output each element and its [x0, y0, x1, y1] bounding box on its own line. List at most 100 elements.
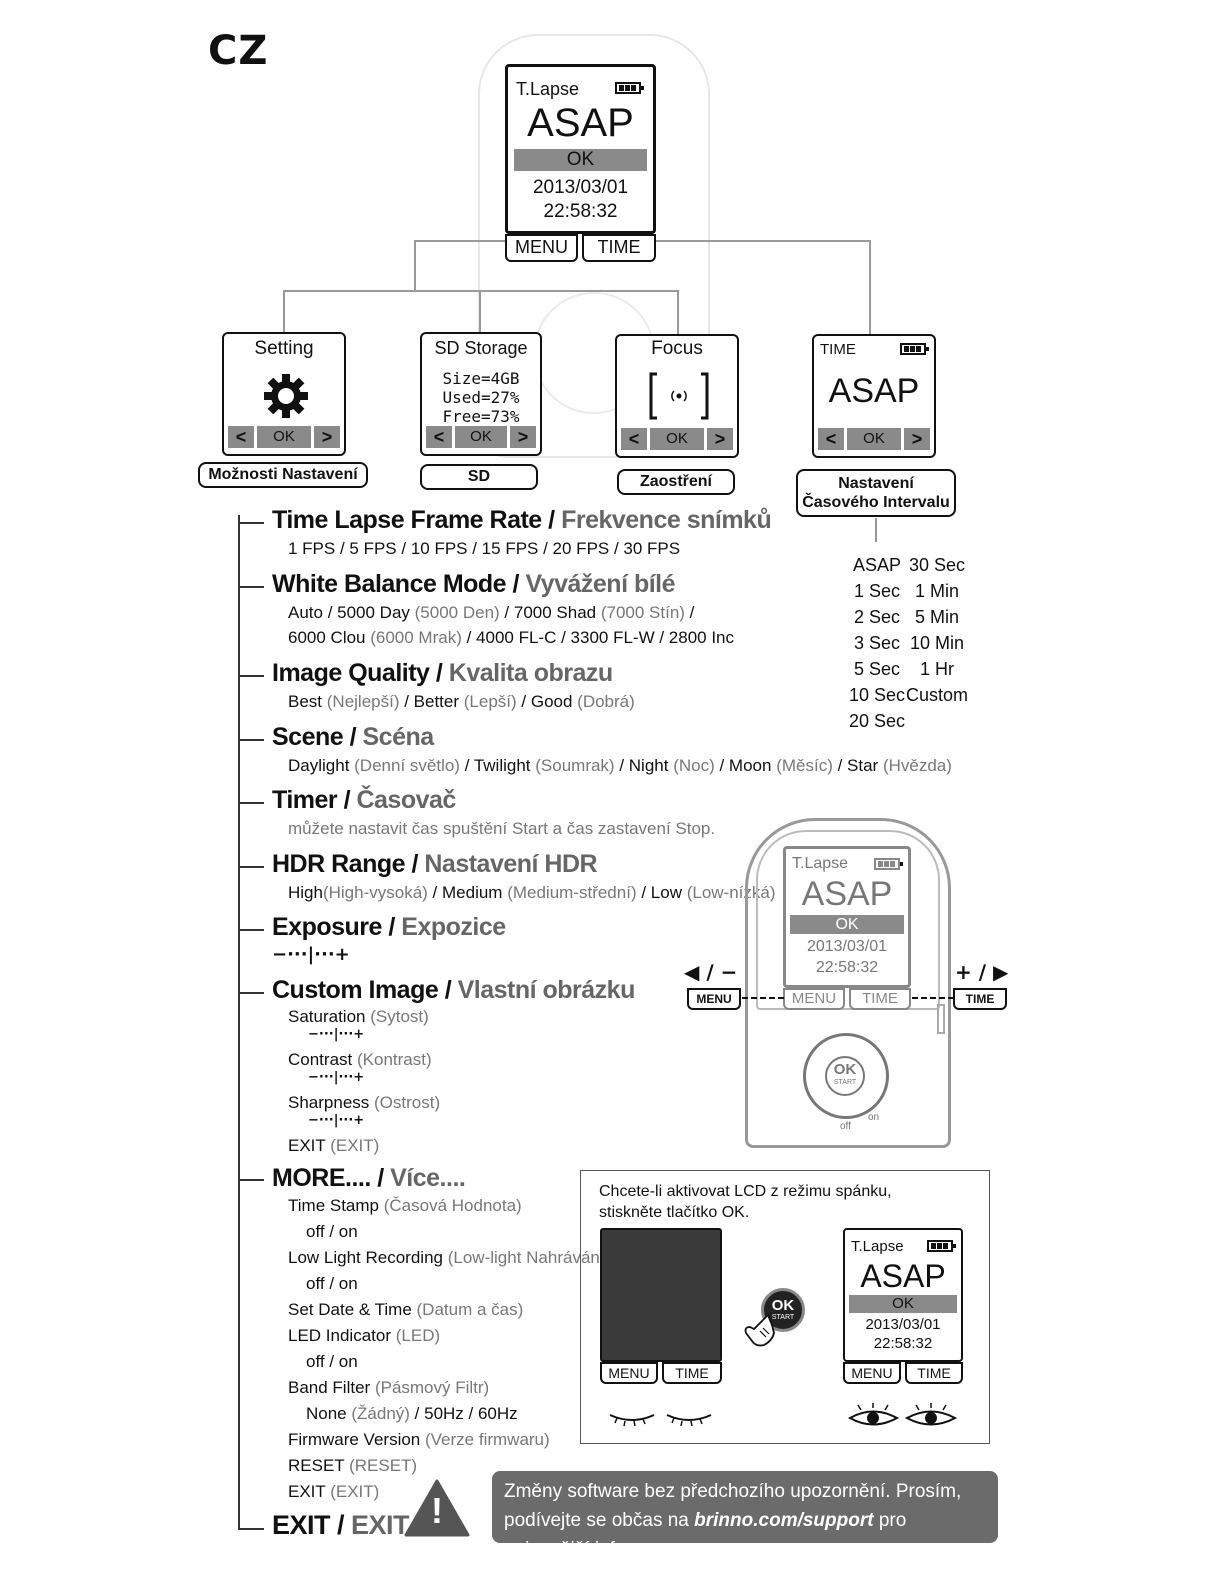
opt: Saturation	[288, 1007, 371, 1026]
opt: Best	[288, 692, 327, 711]
right-plus-symbol: + ∕ ▶	[955, 960, 1009, 984]
right-arrow-icon[interactable]: >	[314, 426, 340, 448]
notice-box: Změny software bez předchozího upozorněn…	[492, 1471, 998, 1560]
opt: LED Indicator	[288, 1326, 396, 1345]
left-arrow-icon[interactable]: <	[818, 428, 844, 450]
device-time-button[interactable]: TIME	[849, 988, 911, 1010]
notice-text-end: pro nejnovější informace.	[504, 1510, 907, 1560]
tree-tick	[240, 1179, 264, 1181]
camera-outline-background	[478, 34, 710, 458]
led-values: off / on	[306, 1352, 358, 1371]
timestamp-values: off / on	[306, 1222, 358, 1241]
menu-timer: Timer / Časovač můžete nastavit čas spuš…	[272, 786, 715, 839]
awake-menu-button[interactable]: MENU	[843, 1362, 901, 1384]
opt-cz: (EXIT)	[330, 1136, 380, 1155]
right-arrow-icon[interactable]: >	[707, 428, 733, 450]
sd-storage-screen[interactable]: SD Storage Size=4GB Used=27% Free=73% < …	[420, 332, 542, 456]
item-title: Exposure /	[272, 913, 402, 941]
sleeping-lcd-screen	[600, 1228, 722, 1362]
ok-bar: OK	[514, 149, 647, 171]
menu-white-balance: White Balance Mode / Vyvážení bílé Auto …	[272, 570, 734, 648]
menu-image-quality: Image Quality / Kvalita obrazu Best (Nej…	[272, 659, 635, 712]
mode-label: T.Lapse	[851, 1238, 904, 1255]
opt: Set Date & Time	[288, 1300, 417, 1319]
nav-bar: < OK >	[621, 428, 733, 450]
item-title-cz: Scéna	[362, 723, 435, 751]
right-arrow-icon[interactable]: >	[904, 428, 930, 450]
opt-cz: (Ostrost)	[374, 1093, 441, 1112]
item-title: White Balance Mode /	[272, 570, 526, 598]
opt: Contrast	[288, 1050, 357, 1069]
sleep-menu-button[interactable]: MENU	[600, 1362, 658, 1384]
off-label: off	[840, 1121, 851, 1132]
wake-info-box: Chcete-li aktivovat LCD z režimu spánku,…	[580, 1170, 990, 1444]
focus-screen[interactable]: Focus < OK >	[615, 334, 739, 458]
interval-option: 10 Min	[909, 633, 965, 653]
item-options: Daylight (Denní světlo) / Twilight (Soum…	[288, 756, 952, 776]
setting-screen[interactable]: Setting < OK >	[222, 332, 346, 456]
on-label: on	[868, 1112, 880, 1123]
closed-eyes-icon	[609, 1414, 712, 1427]
ok-label[interactable]: OK	[847, 428, 901, 450]
opt-cz: (Časová Hodnota)	[383, 1196, 522, 1215]
support-link[interactable]: brinno.com/support	[694, 1510, 874, 1531]
item-title: Scene /	[272, 723, 363, 751]
sleep-time-button[interactable]: TIME	[662, 1362, 722, 1384]
time-button[interactable]: TIME	[582, 234, 656, 262]
menu-exit: EXIT / EXIT	[272, 1510, 410, 1541]
connector-line	[875, 518, 877, 542]
device-lcd-screen: T.Lapse ASAP OK 2013/03/01 22:58:32	[783, 846, 911, 988]
opt: 6000 Clou	[288, 628, 371, 647]
opt: EXIT	[288, 1482, 331, 1501]
time-interval-screen[interactable]: TIME ASAP < OK >	[812, 334, 936, 458]
tree-tick	[240, 522, 264, 524]
menu-custom-image: Custom Image / Vlastní obrázku Saturatio…	[272, 976, 635, 1156]
left-minus-symbol: ◀ ∕ −	[684, 960, 738, 984]
interval-option: 20 Sec	[848, 711, 906, 731]
opt-cz: (Kontrast)	[356, 1050, 432, 1069]
datetime-option: Set Date & Time (Datum a čas)	[288, 1297, 610, 1323]
ok-label[interactable]: OK	[650, 428, 704, 450]
left-arrow-icon[interactable]: <	[426, 426, 452, 448]
left-arrow-icon[interactable]: <	[621, 428, 647, 450]
device-ok-button[interactable]: OK START	[825, 1056, 865, 1096]
lowlight-option: Low Light Recording (Low-light Nahrávání…	[288, 1245, 610, 1271]
interval-list-left: ASAP 1 Sec 2 Sec 3 Sec 5 Sec 10 Sec 20 S…	[842, 552, 912, 734]
opt: / Star	[832, 756, 883, 775]
contrast-slider-icon: −···|···+	[308, 1070, 365, 1085]
date-text: 2013/03/01	[865, 1316, 941, 1333]
opt-cz: (High-vysoká)	[322, 883, 428, 902]
opt-cz: (Pásmový Filtr)	[374, 1378, 490, 1397]
sd-size: Size=4GB	[442, 369, 520, 388]
opt-cz: (Noc)	[673, 756, 715, 775]
sharpness-slider-icon: −···|···+	[308, 1113, 365, 1128]
timestamp-option: Time Stamp (Časová Hodnota)	[288, 1193, 610, 1219]
device-menu-button[interactable]: MENU	[783, 988, 845, 1010]
awake-time-button[interactable]: TIME	[905, 1362, 963, 1384]
menu-scene: Scene / Scéna Daylight (Denní světlo) / …	[272, 723, 952, 776]
opt: Sharpness	[288, 1093, 374, 1112]
menu-button[interactable]: MENU	[505, 234, 578, 262]
tree-tick	[240, 802, 264, 804]
time-title: TIME	[820, 341, 856, 358]
item-options: Best (Nejlepší) / Better (Lepší) / Good …	[288, 692, 635, 712]
language-tag: CZ	[208, 28, 269, 74]
opt-cz: (Medium-střední)	[507, 883, 637, 902]
notice-text: Změny software bez předchozího upozorněn…	[504, 1481, 962, 1531]
interval-option: 2 Sec	[853, 607, 901, 627]
opt: / 50Hz / 60Hz	[409, 1404, 518, 1423]
warning-triangle-icon	[404, 1479, 470, 1537]
dashed-connector	[912, 997, 954, 999]
interval-option: 10 Sec	[848, 685, 906, 705]
ok-label[interactable]: OK	[455, 426, 507, 448]
right-arrow-icon[interactable]: >	[510, 426, 536, 448]
item-title-cz: Vyvážení bílé	[525, 570, 676, 598]
time-value: ASAP	[828, 372, 920, 410]
gear-icon	[264, 374, 308, 418]
interval-option: 1 Sec	[853, 581, 901, 601]
left-arrow-icon[interactable]: <	[228, 426, 254, 448]
opt-cz: (5000 Den)	[414, 603, 500, 622]
item-options: 1 FPS / 5 FPS / 10 FPS / 15 FPS / 20 FPS…	[288, 539, 681, 558]
ok-label[interactable]: OK	[257, 426, 311, 448]
callout-menu-button: MENU	[687, 988, 741, 1010]
